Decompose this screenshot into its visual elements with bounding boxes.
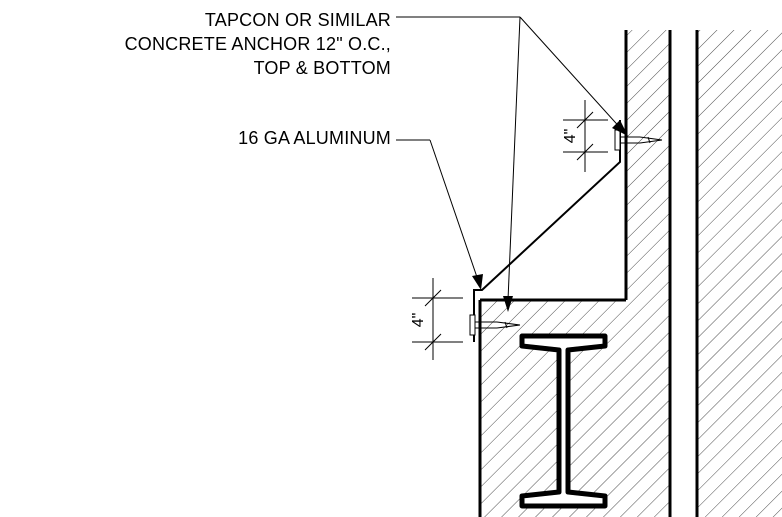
- lower-dimension-label: 4": [410, 313, 427, 328]
- upper-dimension: [563, 100, 608, 172]
- upper-anchor: [614, 129, 663, 151]
- aluminum-callout: 16 GA ALUMINUM: [238, 126, 391, 150]
- lower-dimension: [412, 278, 463, 360]
- upper-concrete-wall: [626, 30, 670, 300]
- steel-i-beam: [519, 333, 608, 509]
- right-concrete-wall: [697, 30, 782, 517]
- lower-concrete-block: [480, 300, 670, 517]
- anchor-leader: [396, 16, 625, 301]
- anchor-callout: TAPCON OR SIMILAR CONCRETE ANCHOR 12" O.…: [125, 8, 391, 80]
- aluminum-leader: [396, 139, 480, 284]
- aluminum-leader-arrow: [472, 274, 483, 290]
- anchor-leader-arrow-upper: [612, 120, 628, 136]
- aluminum-callout-line-1: 16 GA ALUMINUM: [238, 128, 391, 148]
- anchor-callout-line-3: TOP & BOTTOM: [253, 58, 391, 78]
- lower-anchor: [469, 314, 521, 336]
- upper-dimension-label: 4": [562, 129, 579, 144]
- anchor-callout-line-2: CONCRETE ANCHOR 12" O.C.,: [124, 34, 391, 54]
- anchor-callout-line-1: TAPCON OR SIMILAR: [204, 10, 391, 30]
- anchor-leader-arrow-lower: [503, 296, 513, 312]
